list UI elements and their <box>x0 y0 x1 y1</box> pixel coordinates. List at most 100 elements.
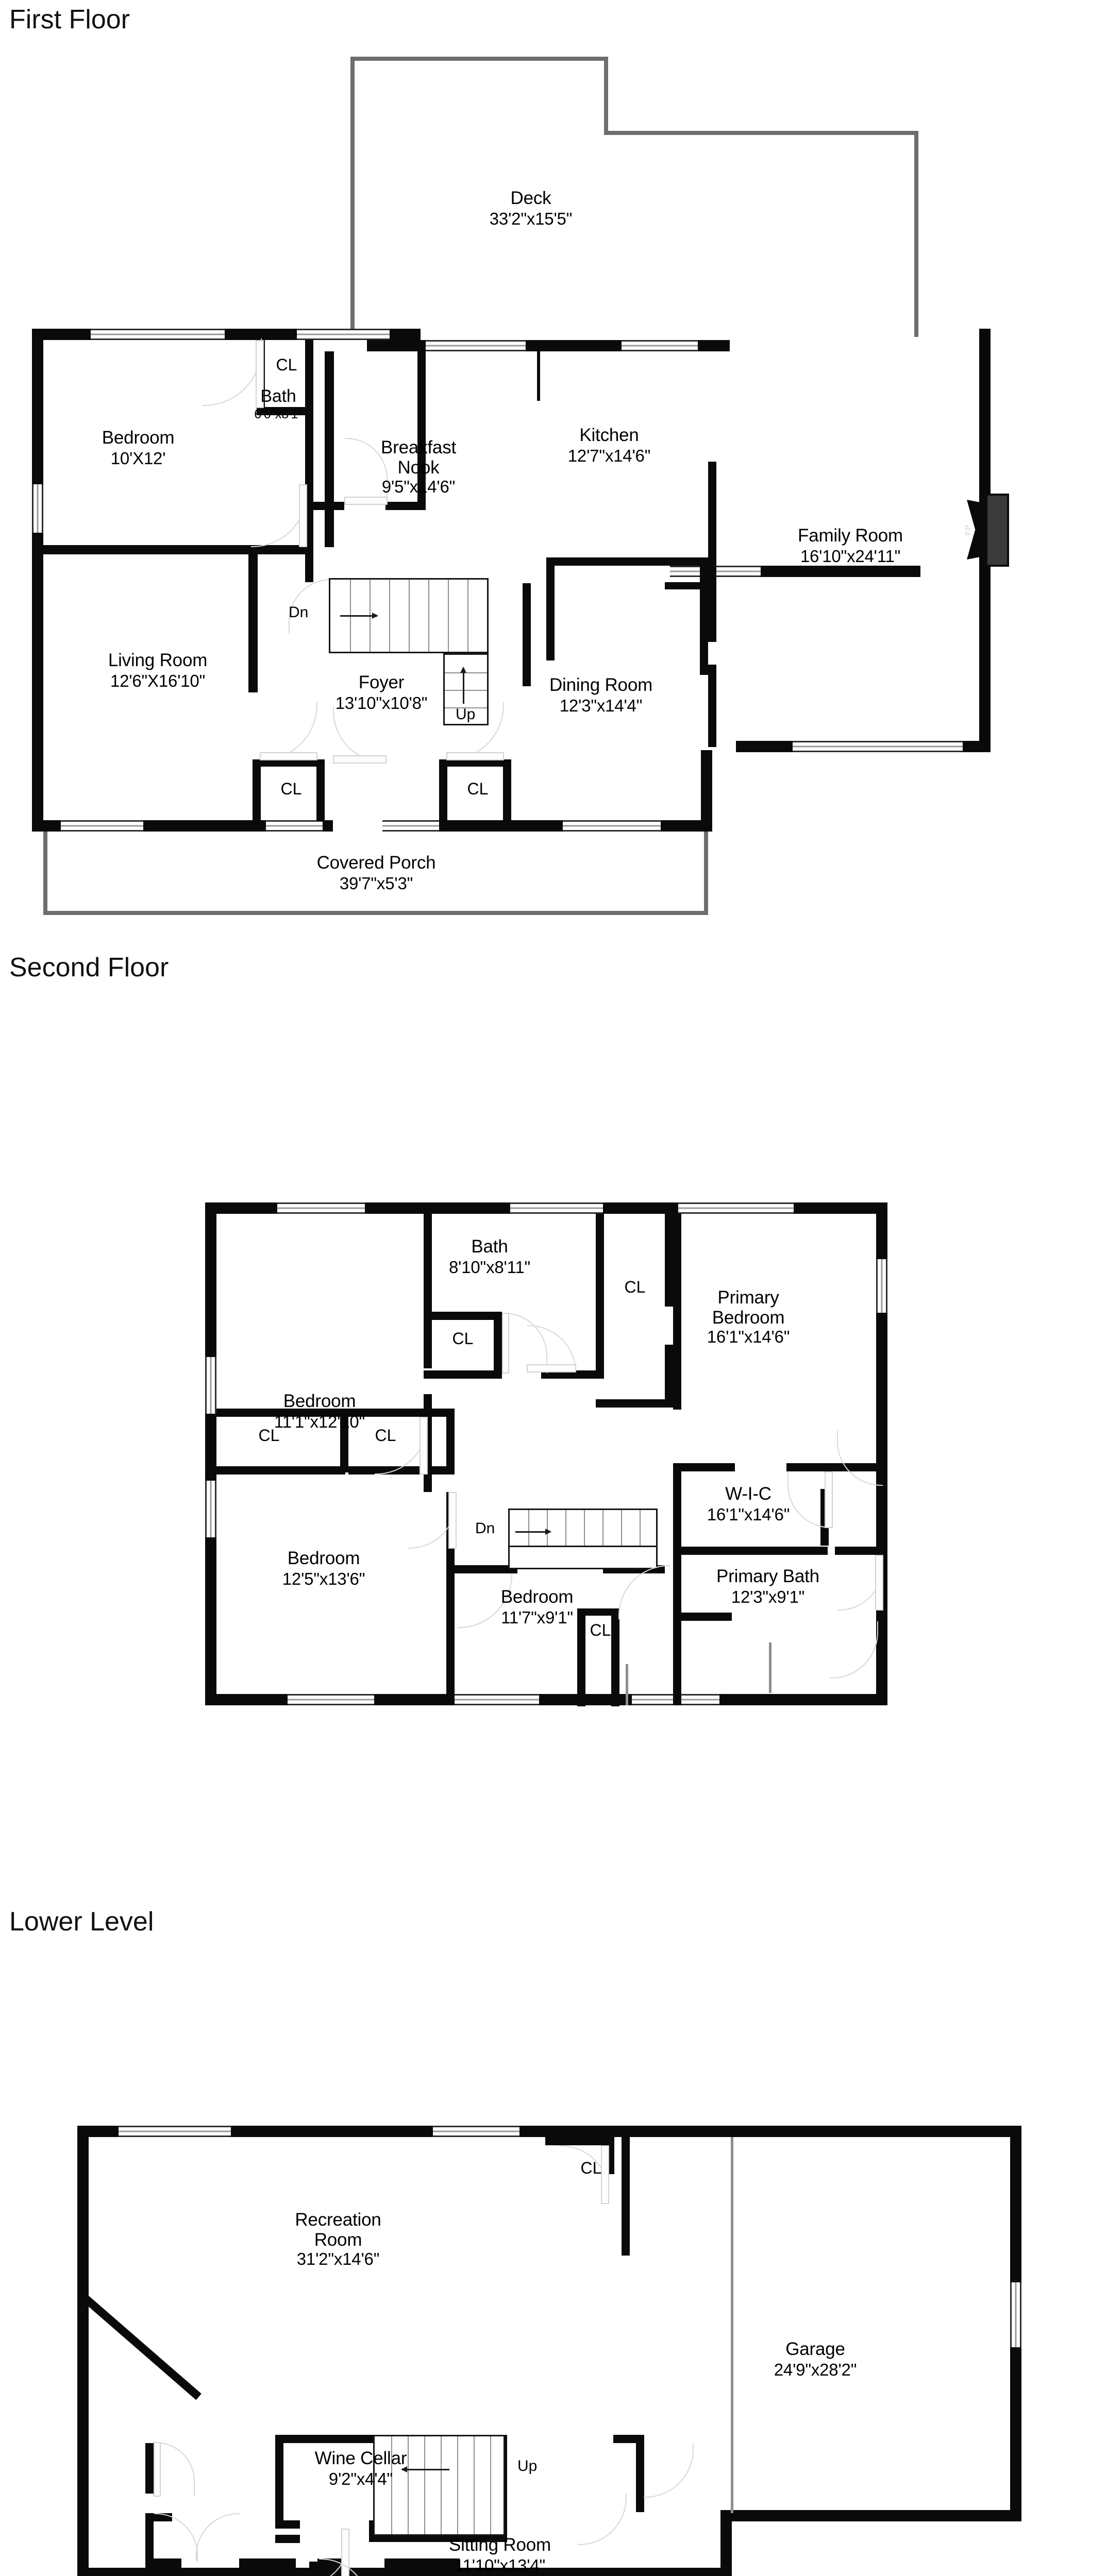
room-dim-wic: 16'1"x14'6" <box>707 1504 790 1524</box>
room-label-family-room: Family Room 16'10"x24'11" <box>747 526 953 567</box>
closet-label-recreation: CL <box>580 2159 602 2177</box>
room-name-bath-first: Bath <box>260 386 296 406</box>
closet-label-foyer-east: CL <box>467 779 489 798</box>
room-name-kitchen: Kitchen <box>579 425 639 445</box>
closet-label-foyer-west: CL <box>280 779 302 798</box>
stair-label-up-ll: Up <box>517 2458 538 2475</box>
first-floor-plan: Deck 33'2"x15'5" <box>0 0 1107 948</box>
room-dim-garage: 24'9"x28'2" <box>774 2360 857 2379</box>
room-label-bath-2f: Bath 8'10"x8'11" <box>407 1236 572 1278</box>
section-title-second-floor: Second Floor <box>9 953 169 982</box>
room-label-bedroom-s: Bedroom 11'7"x9'1" <box>455 1587 619 1628</box>
room-name-bedroom-first: Bedroom <box>102 428 175 448</box>
stair-label-dn: Dn <box>289 604 309 621</box>
room-name-wic: W-I-C <box>725 1484 771 1504</box>
door-rec-closet <box>559 2145 609 2204</box>
room-dim-primary-bath: 12'3"x9'1" <box>731 1587 805 1606</box>
door-wic <box>787 1471 833 1528</box>
door-bedroom-sw <box>407 1492 457 1549</box>
room-name-garage: Garage <box>785 2339 845 2359</box>
room-label-sitting-room: Sitting Room 11'10"x13'4" <box>407 2535 593 2576</box>
closet-label-sw-b: CL <box>375 1426 396 1445</box>
room-name-covered-porch: Covered Porch <box>316 853 436 873</box>
stair-direction-arrow-down <box>340 613 378 619</box>
fireplace <box>985 494 1009 567</box>
room-name-living-room: Living Room <box>108 650 208 670</box>
stairs-second-floor-landing <box>508 1546 658 1569</box>
stairs-lower-level <box>373 2435 505 2536</box>
room-name-primary-bedroom: Primary Bedroom <box>712 1287 785 1328</box>
room-label-covered-porch: Covered Porch 39'7"x5'3" <box>268 853 484 894</box>
room-dim-family-room: 16'10"x24'11" <box>800 546 901 566</box>
room-dim-bath-first: 6'6"x8'1" <box>254 406 303 421</box>
door-powder-room <box>318 2558 369 2576</box>
room-label-bedroom-nw: Bedroom 11'1"x12'10" <box>232 1391 407 1432</box>
room-name-bath-2f: Bath <box>471 1236 508 1257</box>
room-label-primary-bedroom: Primary Bedroom 16'1"x14'6" <box>671 1287 826 1346</box>
closet-label-center: CL <box>590 1621 611 1639</box>
room-label-dining-room: Dining Room 12'3"x14'4" <box>513 675 689 716</box>
door-front-entry <box>333 706 387 764</box>
section-title-first-floor: First Floor <box>9 5 130 35</box>
closet-label-hall-2f: CL <box>624 1278 646 1296</box>
room-dim-living-room: 12'6"X16'10" <box>110 671 206 690</box>
room-dim-bedroom-first: 10'X12' <box>110 448 166 468</box>
room-name-bedroom-s: Bedroom <box>500 1587 574 1607</box>
door-garage-entry <box>643 2443 694 2498</box>
door-utility-upper <box>154 2442 195 2497</box>
door-bedroom-closet <box>202 338 264 408</box>
door-foyer-to-stair <box>289 579 333 634</box>
room-dim-bath-2f: 8'10"x8'11" <box>449 1257 530 1277</box>
room-label-foyer: Foyer 13'10"x10'8" <box>289 672 474 714</box>
room-dim-foyer: 13'10"x10'8" <box>335 693 428 713</box>
room-dim-deck: 33'2"x15'5" <box>489 209 573 228</box>
room-dim-bedroom-nw: 11'1"x12'10" <box>274 1412 365 1431</box>
stair-direction-arrow-up-ll <box>401 2466 449 2472</box>
room-dim-recreation-room: 31'2"x14'6" <box>296 2249 380 2268</box>
room-dim-kitchen: 12'7"x14'6" <box>567 446 651 465</box>
room-name-deck: Deck <box>510 188 551 208</box>
room-label-primary-bath: Primary Bath 12'3"x9'1" <box>675 1566 861 1607</box>
room-label-breakfast-nook: Breakfast Nook 9'5"x14'6" <box>346 437 491 496</box>
room-label-bedroom-sw: Bedroom 12'5"x13'6" <box>236 1548 411 1589</box>
room-dim-wine-cellar: 9'2"x4'4" <box>328 2469 393 2488</box>
stair-label-dn-2f: Dn <box>475 1520 495 1537</box>
room-name-dining-room: Dining Room <box>549 675 653 695</box>
room-name-family-room: Family Room <box>798 526 903 546</box>
door-utility-a <box>154 2513 198 2562</box>
room-dim-bedroom-s: 11'7"x9'1" <box>501 1607 573 1627</box>
room-dim-dining-room: 12'3"x14'4" <box>559 696 643 715</box>
room-label-bath-first: Bath 6'6"x8'1" <box>211 386 345 422</box>
stair-label-up: Up <box>456 706 476 723</box>
room-label-wine-cellar: Wine Cellar 9'2"x4'4" <box>273 2448 448 2489</box>
second-floor-plan: Dn Bedroom 11'1"x12'10" Bath <box>0 0 1107 1752</box>
stair-direction-arrow-down-2f <box>515 1529 551 1535</box>
door-utility-b <box>196 2513 240 2562</box>
room-label-wic: W-I-C 16'1"x14'6" <box>666 1484 831 1525</box>
stairs-first-floor-up <box>443 653 489 725</box>
room-name-primary-bath: Primary Bath <box>716 1566 819 1586</box>
stair-direction-arrow-up <box>460 667 466 704</box>
room-dim-sitting-room: 11'10"x13'4" <box>454 2555 546 2575</box>
section-title-lower-level: Lower Level <box>9 1907 154 1937</box>
closet-label-bath-2f: CL <box>452 1329 474 1348</box>
room-label-garage: Garage 24'9"x28'2" <box>728 2339 903 2380</box>
closet-label-bedroom-first: CL <box>276 355 297 374</box>
room-label-bedroom-first: Bedroom 10'X12' <box>61 428 215 469</box>
closet-label-sw-a: CL <box>258 1426 280 1445</box>
room-label-deck: Deck 33'2"x15'5" <box>448 188 613 229</box>
room-name-recreation-room: Recreation Room <box>295 2210 381 2250</box>
room-dim-covered-porch: 39'7"x5'3" <box>339 873 413 893</box>
room-name-bedroom-nw: Bedroom <box>283 1391 356 1411</box>
room-label-kitchen: Kitchen 12'7"x14'6" <box>527 425 692 466</box>
room-name-sitting-room: Sitting Room <box>449 2535 551 2555</box>
door-primary-bedroom <box>618 1565 671 1620</box>
room-dim-bedroom-sw: 12'5"x13'6" <box>282 1569 365 1588</box>
room-dim-breakfast-nook: 9'5"x14'6" <box>381 477 456 496</box>
room-label-recreation-room: Recreation Room 31'2"x14'6" <box>250 2210 426 2268</box>
room-label-living-room: Living Room 12'6"X16'10" <box>65 650 250 691</box>
room-name-wine-cellar: Wine Cellar <box>314 2448 407 2468</box>
room-dim-primary-bedroom: 16'1"x14'6" <box>707 1327 790 1346</box>
room-name-breakfast-nook: Breakfast Nook <box>380 437 457 478</box>
